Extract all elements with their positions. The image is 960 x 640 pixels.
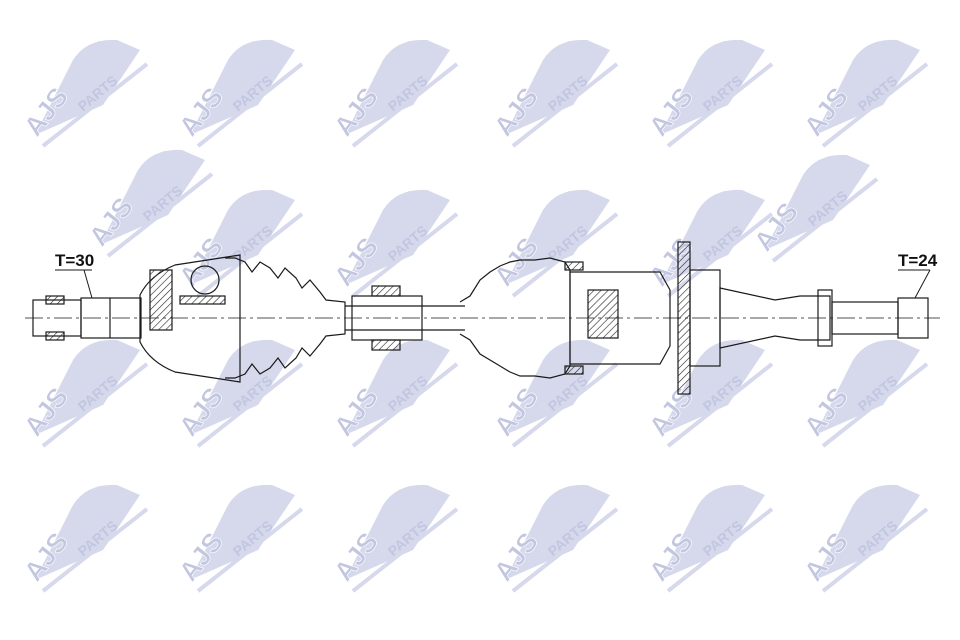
left-stub <box>80 297 142 339</box>
right-end-label: T=24 <box>898 251 938 270</box>
right-spline-end <box>897 297 929 339</box>
intermediate-shaft <box>719 287 831 349</box>
left-end-label: T=30 <box>55 251 94 270</box>
inner-cv-housing <box>569 271 671 365</box>
mounting-flange <box>677 241 691 395</box>
shaft-drawing <box>25 241 940 395</box>
outer-boot <box>225 257 346 379</box>
